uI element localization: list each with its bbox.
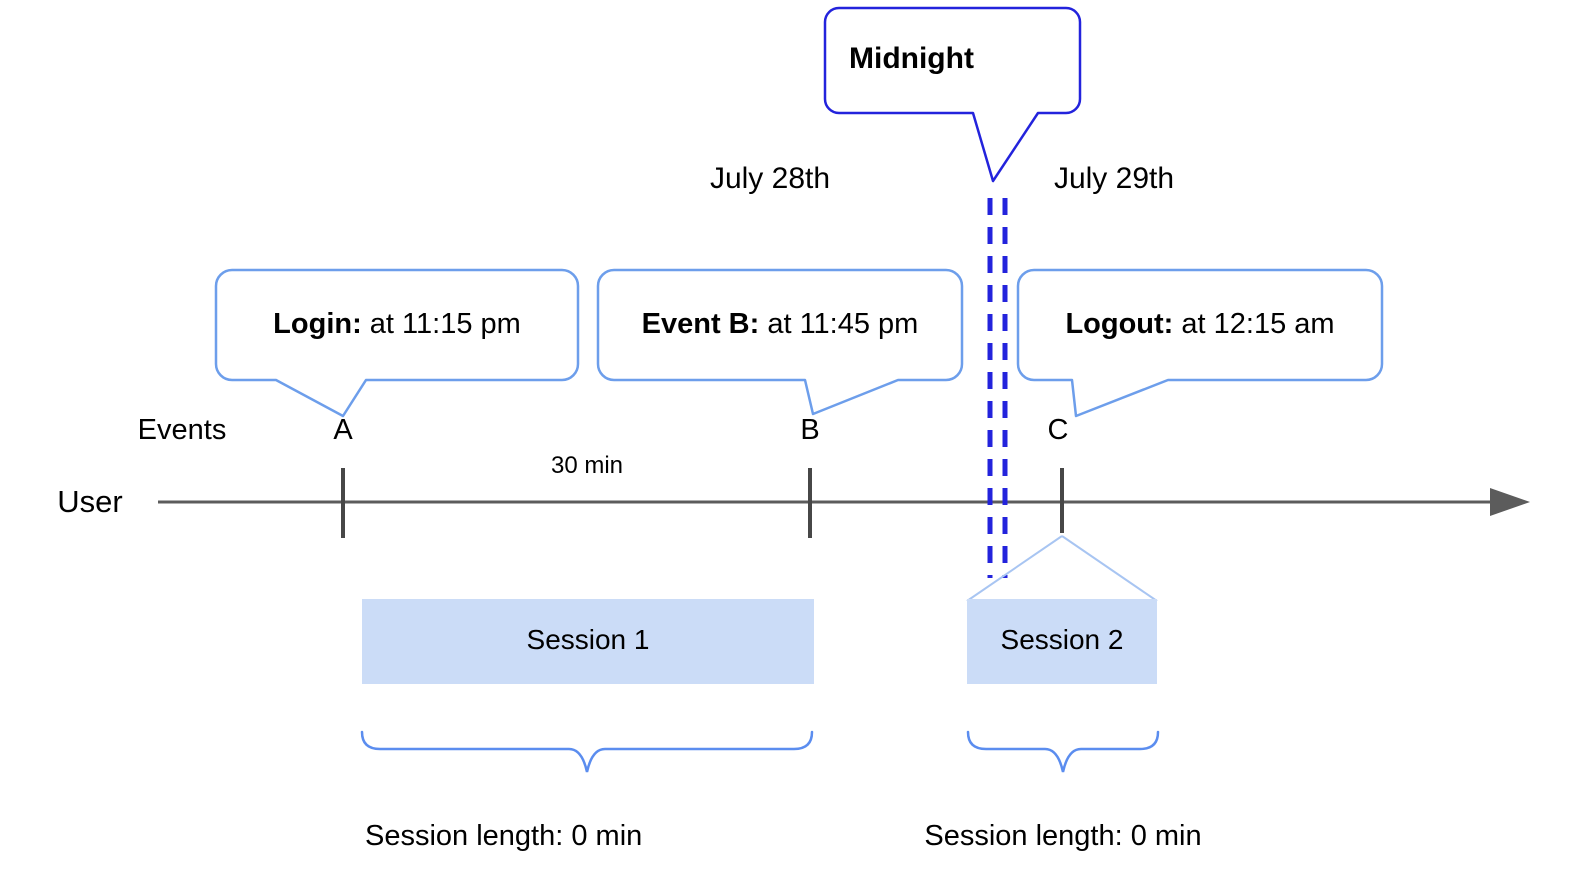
session1-box [362, 599, 814, 684]
midnight-callout-label: Midnight [849, 42, 974, 75]
session1-length-label: Session length: 0 min [365, 820, 643, 852]
logout-callout-prefix: Logout: [1065, 308, 1174, 340]
session2-length-brace [966, 730, 1160, 773]
user-row-label: User [57, 484, 123, 519]
midnight-callout-bubble [823, 6, 1082, 183]
date-label-july-29: July 29th [1053, 162, 1175, 195]
event-b-callout-time: at 11:45 pm [759, 308, 919, 340]
event-marker-b: B [800, 414, 820, 446]
login-callout-time: at 11:15 pm [361, 308, 521, 340]
login-callout-bubble [214, 268, 580, 418]
session2-box [967, 599, 1157, 684]
event-marker-c: C [1047, 414, 1069, 446]
event-marker-a: A [333, 414, 353, 446]
session1-label: Session 1 [526, 624, 650, 655]
logout-callout-text: Logout: at 12:15 am [1018, 308, 1382, 341]
event-b-callout-bubble [596, 268, 964, 416]
interval-label-30min: 30 min [550, 452, 624, 479]
date-label-july-28: July 28th [709, 162, 831, 195]
session2-connector-right [1061, 535, 1158, 602]
logout-callout-bubble [1016, 268, 1384, 418]
session2-connector-left [966, 535, 1063, 602]
logout-callout-time: at 12:15 am [1173, 308, 1335, 340]
login-callout-text: Login: at 11:15 pm [216, 308, 578, 341]
session1-length-brace [360, 730, 814, 773]
timeline-arrowhead-icon [1490, 488, 1530, 516]
event-b-callout-prefix: Event B: [641, 308, 760, 340]
event-b-callout-text: Event B: at 11:45 pm [598, 308, 962, 341]
session2-label: Session 2 [1000, 624, 1124, 655]
session2-length-label: Session length: 0 min [924, 820, 1202, 852]
events-row-label: Events [137, 414, 227, 446]
login-callout-prefix: Login: [273, 308, 362, 340]
